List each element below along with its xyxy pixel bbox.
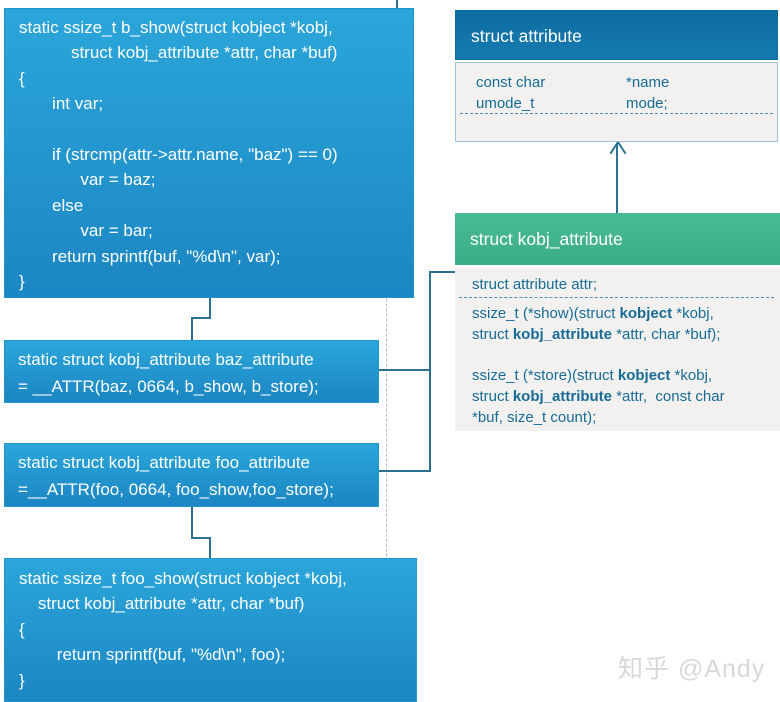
field-name: mode; <box>626 95 668 112</box>
inheritance-arrow-line <box>616 144 618 214</box>
field-separator <box>460 113 773 114</box>
connector-foo-to-fooshow-seg1 <box>191 507 193 539</box>
struct-attribute-body: const char *name umode_t mode; <box>455 62 778 142</box>
attr-field-line: struct attribute attr; <box>472 276 598 293</box>
struct-kobj-attribute-body: struct attribute attr; ssize_t (*show)(s… <box>455 268 780 431</box>
struct-attribute-box: struct attribute const char *name umode_… <box>455 10 778 142</box>
connector-vertical-bus <box>429 271 431 472</box>
connector-baz-to-kobj <box>379 369 431 371</box>
show-callback-decl: ssize_t (*show)(struct kobject *kobj, st… <box>472 305 721 343</box>
store-callback-decl: ssize_t (*store)(struct kobject *kobj, s… <box>472 367 725 426</box>
field-name: *name <box>626 74 670 91</box>
connector-bshow-to-baz-seg1 <box>209 298 211 319</box>
struct-kobj-attribute-header: struct kobj_attribute <box>455 213 780 265</box>
connector-foo-to-fooshow-seg2 <box>191 537 211 539</box>
connector-foo-to-kobj <box>379 470 431 472</box>
foo-show-code-box: static ssize_t foo_show(struct kobject *… <box>4 558 417 702</box>
field-type: const char <box>476 74 546 91</box>
baz-attribute-code-box: static struct kobj_attribute baz_attribu… <box>4 340 379 403</box>
struct-attribute-header: struct attribute <box>455 10 778 60</box>
struct-attribute-fields: const char *name umode_t mode; <box>456 63 777 114</box>
field-type: umode_t <box>476 95 535 112</box>
connector-bshow-to-baz-seg3 <box>191 317 193 341</box>
struct-kobj-attribute-box: struct kobj_attribute struct attribute a… <box>455 213 780 431</box>
connector-top-stub <box>396 0 398 9</box>
connector-foo-to-fooshow-seg3 <box>209 537 211 559</box>
page-boundary-dashed-line <box>386 8 387 702</box>
connector-bus-to-kobj-box <box>429 271 455 273</box>
foo-attribute-code-box: static struct kobj_attribute foo_attribu… <box>4 443 379 507</box>
field-separator <box>459 297 774 298</box>
zhihu-watermark: 知乎 @Andy <box>618 655 766 683</box>
arrow-up-icon <box>609 141 627 157</box>
b-show-code-box: static ssize_t b_show(struct kobject *ko… <box>4 8 414 298</box>
connector-bshow-to-baz-seg2 <box>191 317 211 319</box>
